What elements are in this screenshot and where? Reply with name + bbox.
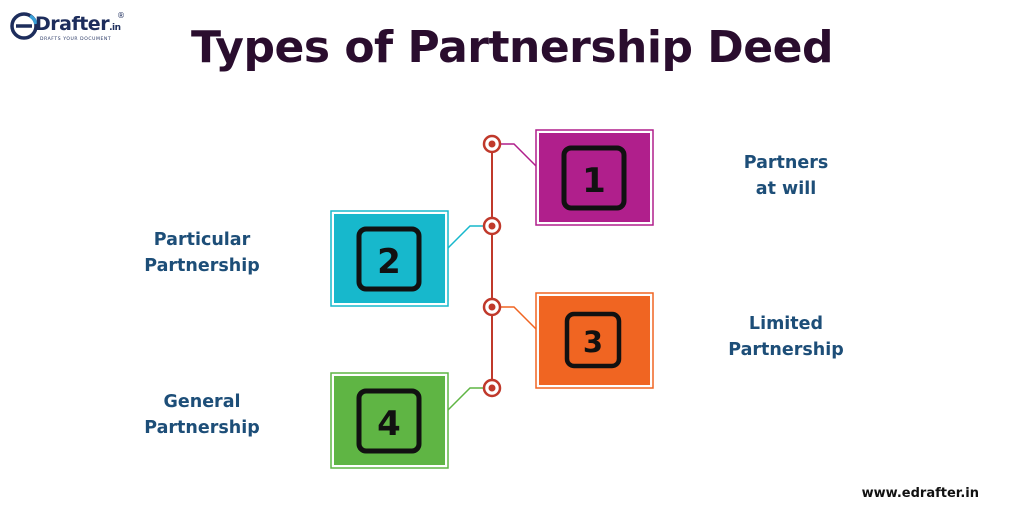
connector-4 — [447, 387, 484, 411]
label-particular-partnership: Particular Partnership — [144, 230, 260, 276]
logo-wordmark: Drafter.in — [35, 13, 121, 35]
step-box-3: 3 — [535, 292, 654, 389]
logo-tagline: DRAFTS YOUR DOCUMENT — [40, 37, 112, 42]
step-number-2: 2 — [377, 242, 401, 282]
website-url[interactable]: www.edrafter.in — [861, 486, 979, 501]
logo-e-icon — [10, 12, 38, 40]
step-box-2: 2 — [330, 210, 449, 307]
connector-3 — [500, 306, 537, 330]
step-number-3: 3 — [583, 325, 603, 359]
label-general-partnership: General Partnership — [144, 392, 260, 438]
step-number-4: 4 — [377, 404, 401, 444]
page-title: Types of Partnership Deed — [191, 22, 833, 73]
connector-2 — [447, 225, 484, 249]
connector-1 — [500, 143, 537, 167]
timeline-node-2 — [482, 216, 502, 236]
timeline-node-1 — [482, 134, 502, 154]
label-partners-at-will: Partners at will — [743, 153, 829, 199]
timeline-node-4 — [482, 378, 502, 398]
logo-registered-mark: ® — [117, 11, 125, 20]
edrafter-logo: Drafter.in ® DRAFTS YOUR DOCUMENT — [10, 10, 130, 46]
step-number-1: 1 — [582, 161, 606, 201]
label-limited-partnership: Limited Partnership — [728, 314, 844, 360]
step-box-1: 1 — [535, 129, 654, 226]
step-box-4: 4 — [330, 372, 449, 469]
timeline-node-3 — [482, 297, 502, 317]
